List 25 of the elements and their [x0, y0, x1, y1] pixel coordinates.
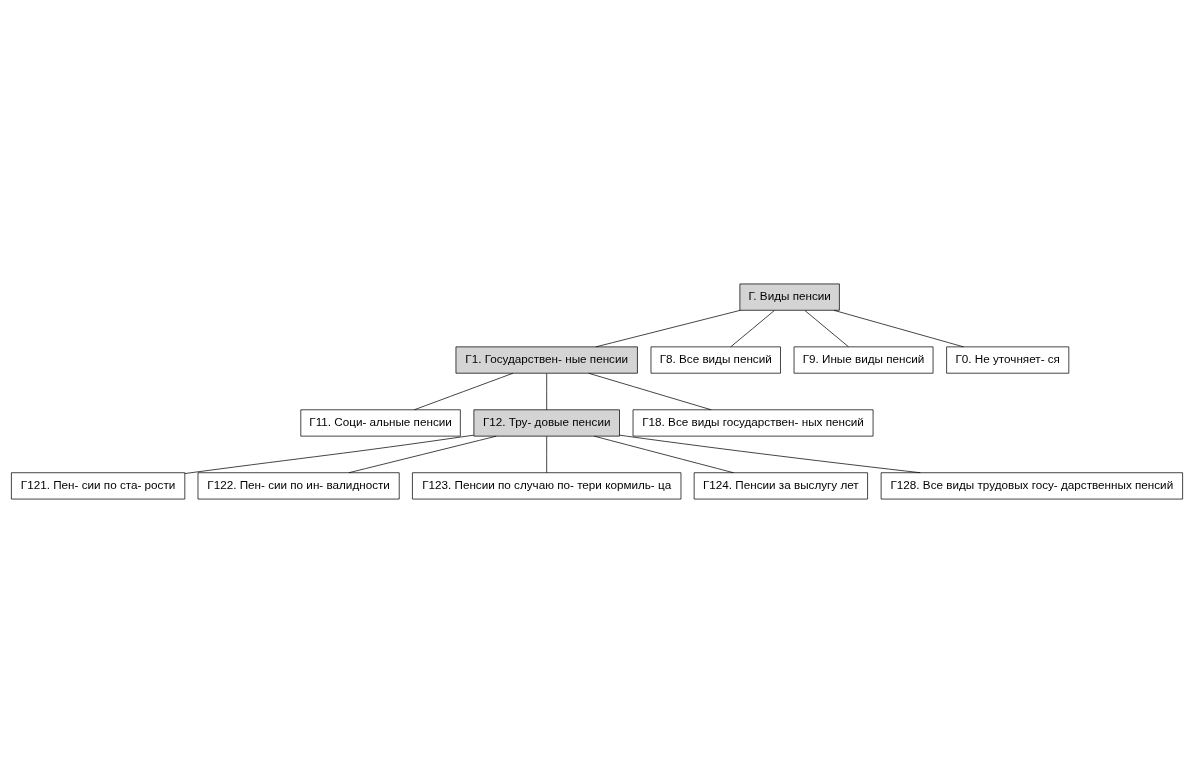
connector [595, 309, 741, 348]
node-box: Г122. Пен- сии по ин- валидности [197, 472, 400, 500]
connector [833, 309, 964, 348]
node-box: Г128. Все виды трудовых госу- дарственных пенсий [880, 472, 1183, 500]
node-box: Г18. Все виды государствен- ных пенсий [632, 409, 874, 437]
node-box: Г12. Тру- довые пенсии [473, 409, 620, 437]
node-box: Г0. Не уточняет- ся [946, 346, 1070, 374]
node-box: Г123. Пенсии по случаю по- тери кормиль- ца [412, 472, 682, 500]
node-box: Г11. Соци- альные пенсии [300, 409, 461, 437]
connector [619, 434, 921, 474]
node-box: Г121. Пен- сии по ста- рости [11, 472, 186, 500]
node-box: Г1. Государствен- ные пенсии [455, 346, 638, 374]
connector [730, 310, 775, 348]
node-box: Г. Виды пенсии [739, 283, 840, 311]
connector [546, 436, 548, 474]
node-box: Г124. Пенсии за выслугу лет [693, 472, 868, 500]
connector [594, 435, 734, 474]
connector [414, 372, 514, 411]
node-box: Г9. Иные виды пенсий [793, 346, 934, 374]
connector [546, 373, 548, 411]
connector [348, 435, 497, 474]
connector [588, 372, 712, 411]
connector [184, 434, 475, 474]
node-box: Г8. Все виды пенсий [650, 346, 781, 374]
connector [804, 310, 849, 348]
